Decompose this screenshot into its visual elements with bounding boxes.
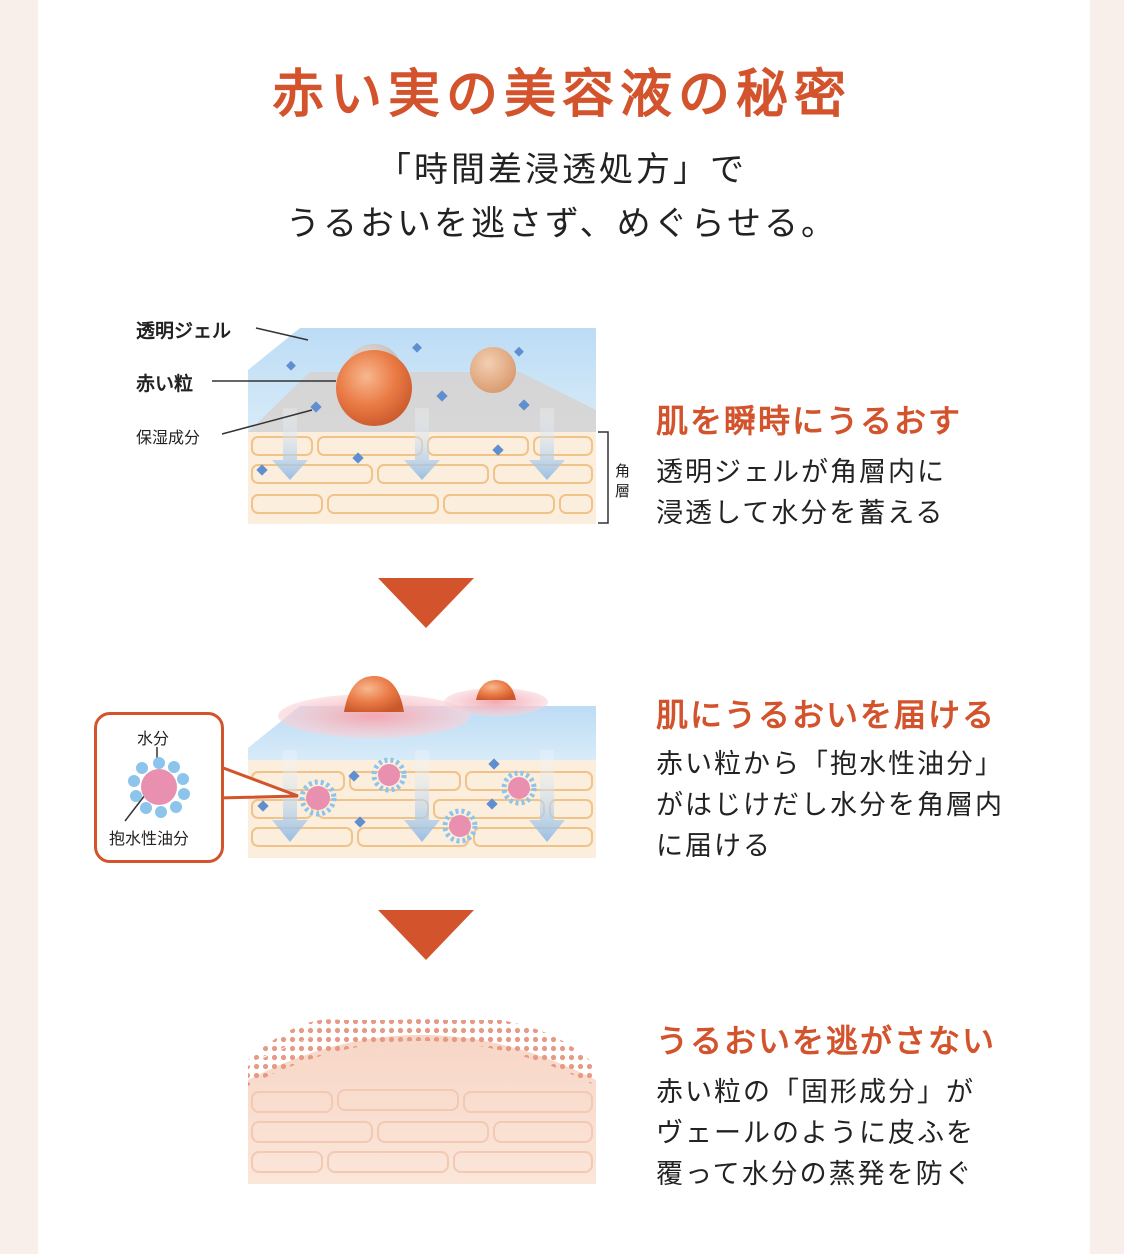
label-red-particle: 赤い粒 bbox=[136, 373, 194, 395]
step-2-line-2: がはじけだし水分を角層内 bbox=[656, 790, 1004, 821]
diagram-2 bbox=[217, 676, 596, 858]
step-1-line-1: 透明ジェルが角層内に bbox=[656, 457, 946, 488]
page-title: 赤い実の美容液の秘密 bbox=[271, 65, 852, 125]
step-2-description: 赤い粒から「抱水性油分」 がはじけだし水分を角層内 に届ける bbox=[656, 744, 1056, 867]
step-3-line-1: 赤い粒の「固形成分」が bbox=[656, 1077, 975, 1108]
down-arrow-2 bbox=[378, 910, 474, 960]
step-3-title: うるおいを逃がさない bbox=[656, 1022, 997, 1060]
callout-label-oil: 抱水性油分 bbox=[109, 829, 190, 848]
label-moisturizing-ingredient: 保湿成分 bbox=[136, 428, 201, 447]
callout-label-water: 水分 bbox=[137, 729, 170, 748]
label-transparent-gel: 透明ジェル bbox=[136, 320, 232, 342]
step-1-title: 肌を瞬時にうるおす bbox=[656, 402, 963, 440]
label-stratum-1: 角 bbox=[615, 462, 631, 480]
diagram-3 bbox=[248, 1019, 596, 1184]
step-3-description: 赤い粒の「固形成分」が ヴェールのように皮ふを 覆って水分の蒸発を防ぐ bbox=[656, 1072, 1056, 1195]
diagram-1 bbox=[212, 327, 609, 524]
oil-callout: 水分 抱水性油分 bbox=[94, 712, 224, 863]
subtitle-line2: うるおいを逃さず、めぐらせる。 bbox=[286, 204, 838, 244]
down-arrow-1 bbox=[378, 578, 474, 628]
step-3-line-2: ヴェールのように皮ふを bbox=[656, 1118, 975, 1149]
oil-molecule-illustration bbox=[124, 747, 190, 822]
step-2-line-3: に届ける bbox=[656, 831, 772, 862]
step-3-line-3: 覆って水分の蒸発を防ぐ bbox=[656, 1159, 974, 1190]
step-2-title: 肌にうるおいを届ける bbox=[656, 696, 997, 734]
label-stratum-2: 層 bbox=[615, 482, 631, 500]
step-2-line-1: 赤い粒から「抱水性油分」 bbox=[656, 749, 1004, 780]
subtitle-line1: 「時間差浸透処方」で bbox=[377, 150, 747, 190]
step-1-line-2: 浸透して水分を蓄える bbox=[656, 498, 945, 529]
step-1-description: 透明ジェルが角層内に 浸透して水分を蓄える bbox=[656, 452, 1056, 534]
